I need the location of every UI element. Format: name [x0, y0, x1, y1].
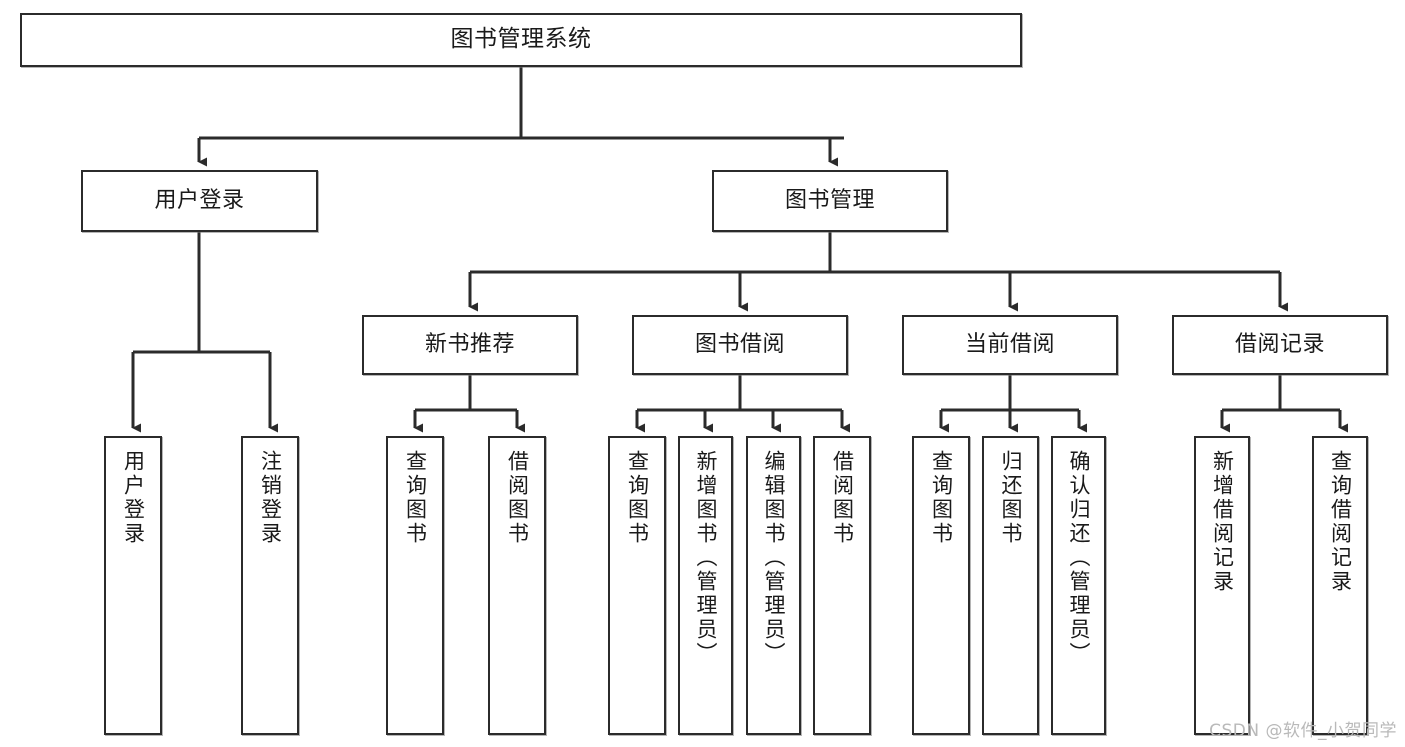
node-borrow-record[interactable]: 借阅记录: [1172, 315, 1388, 375]
node-leaf-add-book-label: 新增图书（管理员）: [694, 450, 718, 666]
node-leaf-query-book-3[interactable]: 查询图书: [912, 436, 970, 735]
node-leaf-user-login[interactable]: 用户登录: [104, 436, 162, 735]
node-leaf-borrow-book-2[interactable]: 借阅图书: [813, 436, 871, 735]
node-root-system-label: 图书管理系统: [450, 26, 592, 53]
node-root-system[interactable]: 图书管理系统: [20, 13, 1022, 67]
node-borrow-record-label: 借阅记录: [1234, 332, 1325, 358]
node-leaf-borrow-book-2-label: 借阅图书: [830, 450, 855, 546]
node-current-borrow-label: 当前借阅: [964, 332, 1055, 358]
node-leaf-return-book[interactable]: 归还图书: [982, 436, 1039, 735]
node-book-manage[interactable]: 图书管理: [712, 170, 948, 232]
node-leaf-logout-label: 注销登录: [258, 450, 283, 546]
node-leaf-query-book-1[interactable]: 查询图书: [386, 436, 444, 735]
node-leaf-query-record[interactable]: 查询借阅记录: [1312, 436, 1368, 735]
node-book-borrow-label: 图书借阅: [694, 332, 785, 358]
node-leaf-return-book-label: 归还图书: [999, 450, 1023, 546]
node-leaf-add-book[interactable]: 新增图书（管理员）: [678, 436, 733, 735]
node-leaf-query-book-1-label: 查询图书: [403, 450, 428, 546]
node-user-login[interactable]: 用户登录: [81, 170, 318, 232]
node-leaf-borrow-book-1-label: 借阅图书: [505, 450, 530, 546]
node-leaf-edit-book[interactable]: 编辑图书（管理员）: [746, 436, 801, 735]
node-leaf-query-book-3-label: 查询图书: [929, 450, 954, 546]
node-leaf-user-login-label: 用户登录: [121, 450, 146, 546]
node-leaf-confirm-return-label: 确认归还（管理员）: [1067, 450, 1091, 666]
csdn-watermark: CSDN @软件_小贺同学: [1209, 721, 1397, 741]
node-leaf-query-book-2-label: 查询图书: [625, 450, 650, 546]
node-current-borrow[interactable]: 当前借阅: [902, 315, 1118, 375]
node-leaf-borrow-book-1[interactable]: 借阅图书: [488, 436, 546, 735]
node-new-book-recommend-label: 新书推荐: [424, 332, 515, 358]
node-leaf-logout[interactable]: 注销登录: [241, 436, 299, 735]
node-leaf-query-book-2[interactable]: 查询图书: [608, 436, 666, 735]
node-book-borrow[interactable]: 图书借阅: [632, 315, 848, 375]
node-user-login-label: 用户登录: [154, 188, 245, 214]
node-leaf-query-record-label: 查询借阅记录: [1328, 450, 1353, 594]
node-book-manage-label: 图书管理: [784, 188, 875, 214]
node-leaf-add-record[interactable]: 新增借阅记录: [1194, 436, 1250, 735]
node-leaf-add-record-label: 新增借阅记录: [1210, 450, 1235, 594]
node-new-book-recommend[interactable]: 新书推荐: [362, 315, 578, 375]
node-leaf-confirm-return[interactable]: 确认归还（管理员）: [1051, 436, 1106, 735]
node-leaf-edit-book-label: 编辑图书（管理员）: [762, 450, 786, 666]
